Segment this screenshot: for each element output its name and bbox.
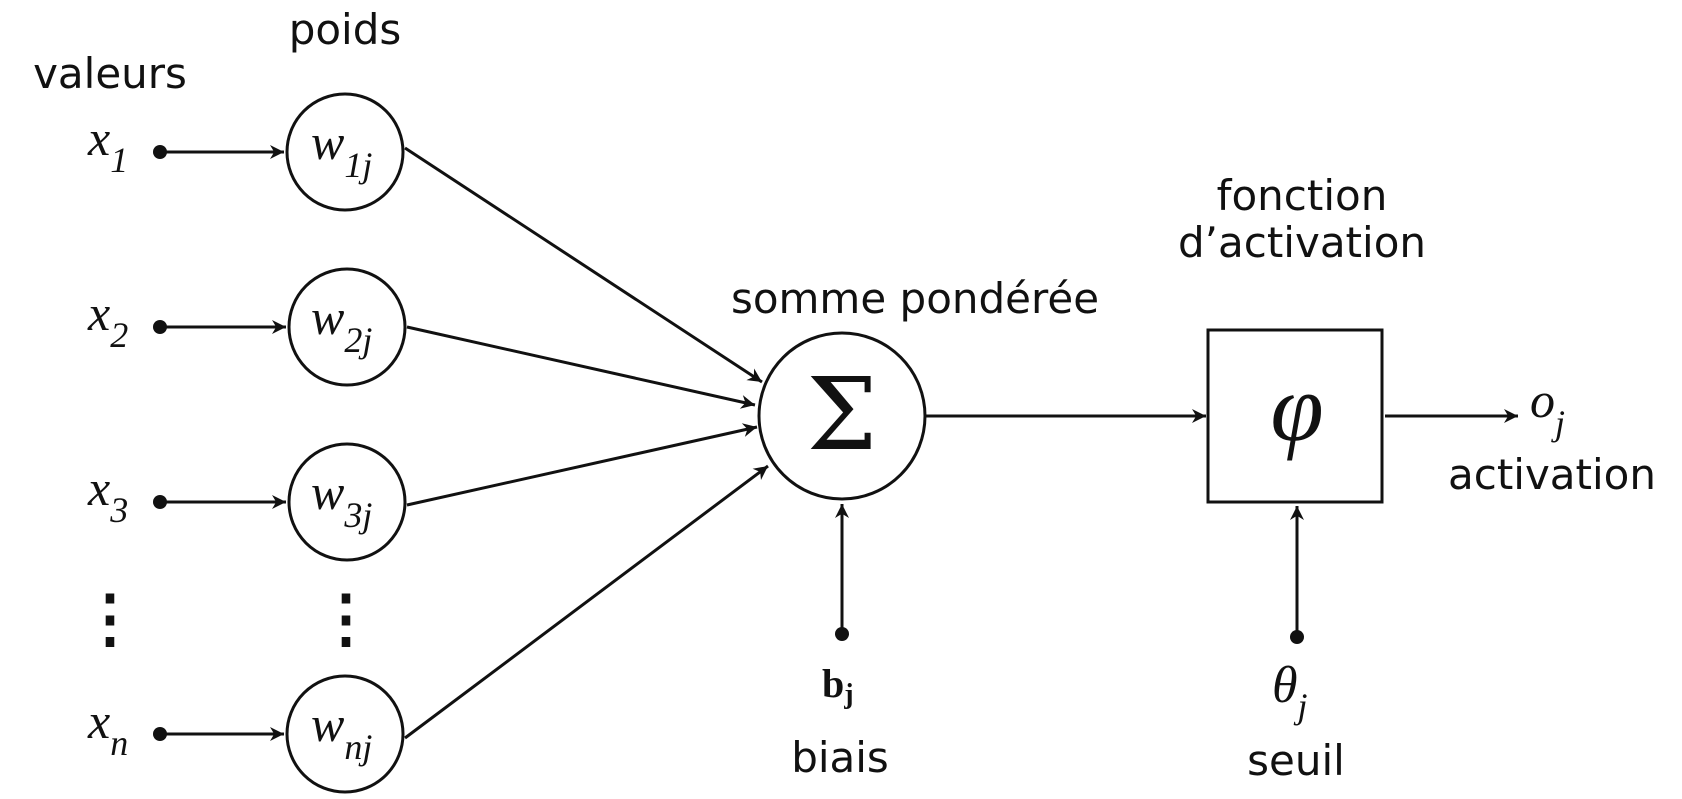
output-label: activation <box>1448 450 1656 499</box>
bias-symbol: bj <box>822 661 854 710</box>
bias-label: biais <box>791 733 889 782</box>
input-x3-label: x3 <box>87 460 128 530</box>
sum-symbol: Σ <box>807 356 878 473</box>
weight-wnj-label: wnj <box>311 696 372 767</box>
threshold-label: seuil <box>1247 736 1345 785</box>
weight-w2j-node <box>287 267 407 387</box>
threshold-dot <box>1290 630 1304 644</box>
activation-fn-label-line1: fonction <box>1217 171 1388 220</box>
weights-ellipsis: ⋮ <box>314 583 378 654</box>
edge-w2j-to-sum <box>406 325 756 409</box>
bias-dot <box>835 627 849 641</box>
weight-w2j-label: w2j <box>311 289 372 360</box>
activation-fn-symbol: φ <box>1270 354 1323 461</box>
weights-header: poids <box>289 5 402 54</box>
input-xn-label: xn <box>87 693 128 763</box>
weight-w3j-node <box>287 442 407 562</box>
activation-fn-label-line2: d’activation <box>1178 218 1426 267</box>
weight-w3j-label: w3j <box>311 464 372 535</box>
output-symbol: oj <box>1530 372 1565 443</box>
input-x1-label: x1 <box>87 110 128 180</box>
weight-wnj-node <box>285 674 405 794</box>
threshold-symbol: θj <box>1272 657 1308 726</box>
input-x2-label: x2 <box>87 285 128 355</box>
weight-w1j-label: w1j <box>311 114 372 185</box>
inputs-header: valeurs <box>33 49 187 98</box>
edge-w3j-to-sum <box>406 423 758 507</box>
activation-fn-box <box>1206 328 1384 504</box>
weight-w1j-node <box>285 92 405 212</box>
sum-node <box>757 331 927 501</box>
inputs-ellipsis: ⋮ <box>78 583 142 654</box>
sum-label: somme pondérée <box>731 274 1099 323</box>
edge-wnj-to-sum <box>404 464 769 740</box>
edge-w1j-to-sum <box>404 146 763 384</box>
